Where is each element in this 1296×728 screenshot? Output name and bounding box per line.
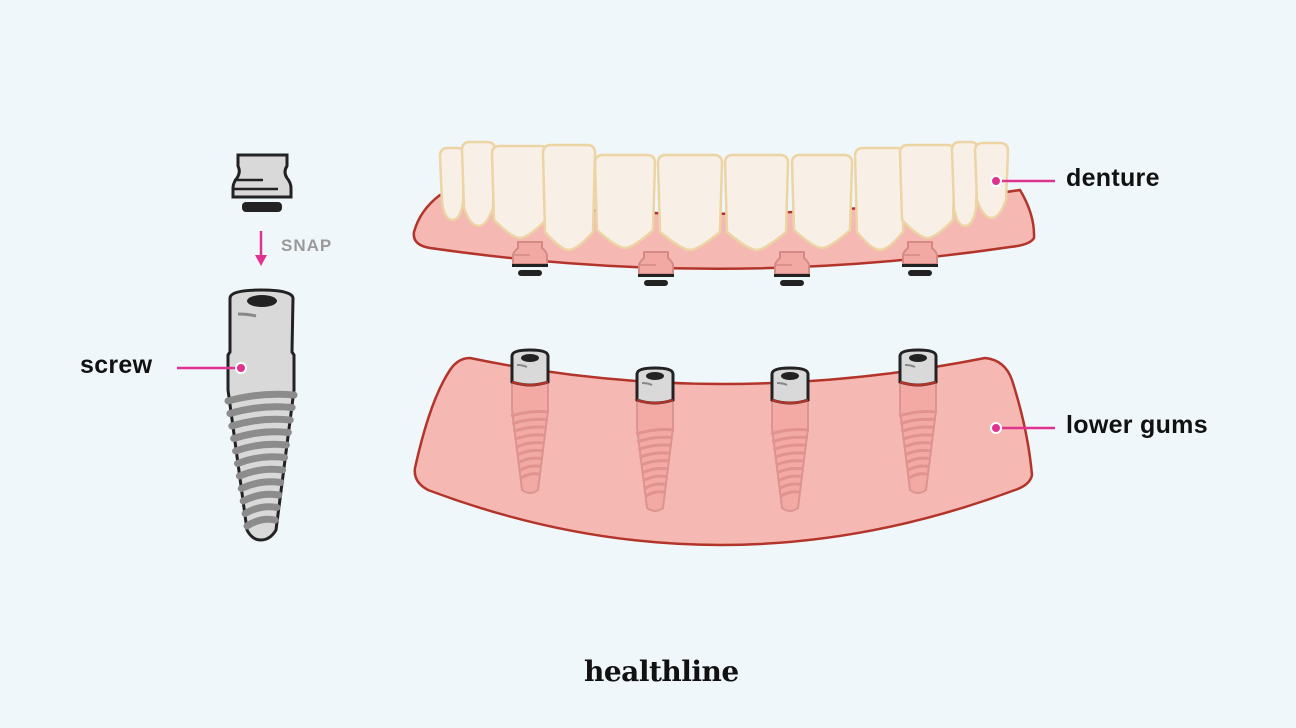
screw-thread bbox=[237, 478, 285, 492]
embedded-implants bbox=[510, 348, 938, 512]
screw-icon bbox=[224, 288, 298, 542]
screw-thread bbox=[243, 515, 279, 530]
screw-thread bbox=[239, 490, 283, 505]
tooth bbox=[853, 146, 907, 252]
screw-thread bbox=[224, 390, 298, 405]
tooth bbox=[790, 153, 854, 250]
screw-thread bbox=[228, 415, 294, 430]
tooth bbox=[898, 143, 957, 240]
implant bbox=[635, 366, 675, 512]
screw-thread bbox=[230, 428, 292, 442]
arrow-down-icon bbox=[255, 231, 267, 266]
label-snap: SNAP bbox=[281, 236, 333, 255]
denture-teeth bbox=[438, 140, 1010, 252]
implant bbox=[898, 348, 938, 494]
tooth bbox=[593, 153, 657, 250]
screw-thread bbox=[234, 453, 288, 467]
tooth bbox=[460, 140, 497, 228]
screw-thread bbox=[235, 465, 287, 480]
screw-thread bbox=[226, 403, 296, 417]
implant bbox=[510, 348, 550, 494]
denture-snap-cap bbox=[638, 251, 674, 286]
pointer-screw bbox=[177, 362, 247, 374]
healthline-logo: healthline bbox=[584, 655, 739, 688]
denture-snap-caps bbox=[512, 241, 938, 286]
tooth bbox=[723, 153, 790, 252]
screw-thread bbox=[241, 503, 281, 517]
snap-cap-icon bbox=[231, 153, 293, 212]
pointer-lower-gums bbox=[990, 422, 1055, 434]
tooth bbox=[541, 143, 597, 252]
label-screw: screw bbox=[80, 351, 153, 379]
lower-gums bbox=[413, 356, 1034, 547]
denture-snap-cap bbox=[774, 251, 810, 286]
denture-snap-cap bbox=[512, 241, 548, 276]
label-lower-gums: lower gums bbox=[1066, 411, 1208, 439]
label-denture: denture bbox=[1066, 164, 1160, 192]
implant bbox=[770, 366, 810, 512]
tooth bbox=[656, 153, 724, 252]
tooth bbox=[490, 144, 550, 240]
screw-thread bbox=[232, 440, 290, 455]
pointer-denture bbox=[990, 175, 1055, 187]
denture-snap-cap bbox=[902, 241, 938, 276]
